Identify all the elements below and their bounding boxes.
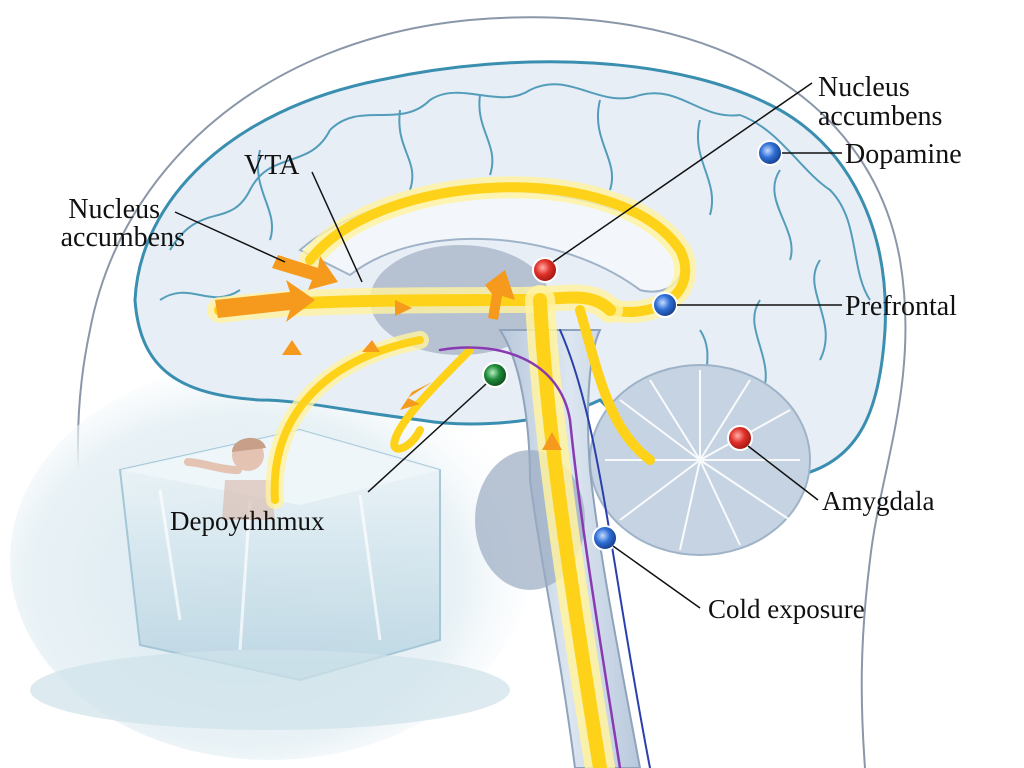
arrow-mid-right [395, 300, 412, 316]
node-prefrontal [652, 292, 678, 318]
pathway-cerebellum [575, 305, 655, 465]
label-amygdala: Amygdala [822, 486, 934, 516]
pathway-arrows [215, 255, 562, 450]
label-cold-exposure: Cold exposure [708, 594, 865, 624]
pathway-ice-loop [270, 336, 424, 504]
node-nucleus-accumbens [532, 257, 558, 283]
arrow-hook [400, 382, 432, 410]
leader-nucleus-right [552, 82, 813, 263]
leader-cold-exposure [612, 545, 701, 609]
arrow-stem-up [542, 432, 562, 450]
leader-lines [174, 82, 842, 609]
label-prefrontal: Prefrontal [845, 291, 957, 322]
nodes [482, 140, 783, 551]
cerebellum [589, 364, 811, 556]
label-nucleus-accumbens-right-line2: accumbens [818, 101, 942, 132]
person-arm [184, 458, 242, 474]
arrow-ice-up [282, 340, 302, 355]
arrow-left-upper [272, 255, 338, 290]
node-amygdala [727, 425, 753, 451]
leader-vta [311, 171, 363, 283]
labels: Nucleus accumbens VTA Nucleus accumbens … [61, 72, 962, 624]
pathway-descending [533, 293, 607, 768]
leader-amygdala [747, 445, 819, 501]
nerve-blue [559, 329, 651, 768]
node-dopamine [757, 140, 783, 166]
label-nucleus-accumbens-left-line1: Nucleus [68, 194, 160, 225]
nerve-purple [438, 346, 622, 768]
label-depoythhmux: Depoythhmux [170, 506, 325, 536]
label-nucleus-accumbens-right-line1: Nucleus [818, 72, 910, 103]
label-nucleus-accumbens-left-line2: accumbens [61, 222, 185, 253]
node-cold-exposure [592, 525, 618, 551]
arrow-left-large [215, 280, 315, 322]
head-outline [76, 16, 907, 768]
cortex-folds [159, 83, 871, 421]
arrow-mid-up [362, 340, 380, 352]
label-vta: VTA [244, 150, 300, 181]
arrow-center [485, 270, 515, 320]
water-surface [30, 650, 510, 730]
leader-depoythhmux [367, 383, 487, 493]
pathway-hook [390, 346, 474, 453]
leader-nucleus-left [174, 211, 286, 263]
label-dopamine: Dopamine [845, 139, 962, 170]
node-depoythhmux [482, 362, 508, 388]
